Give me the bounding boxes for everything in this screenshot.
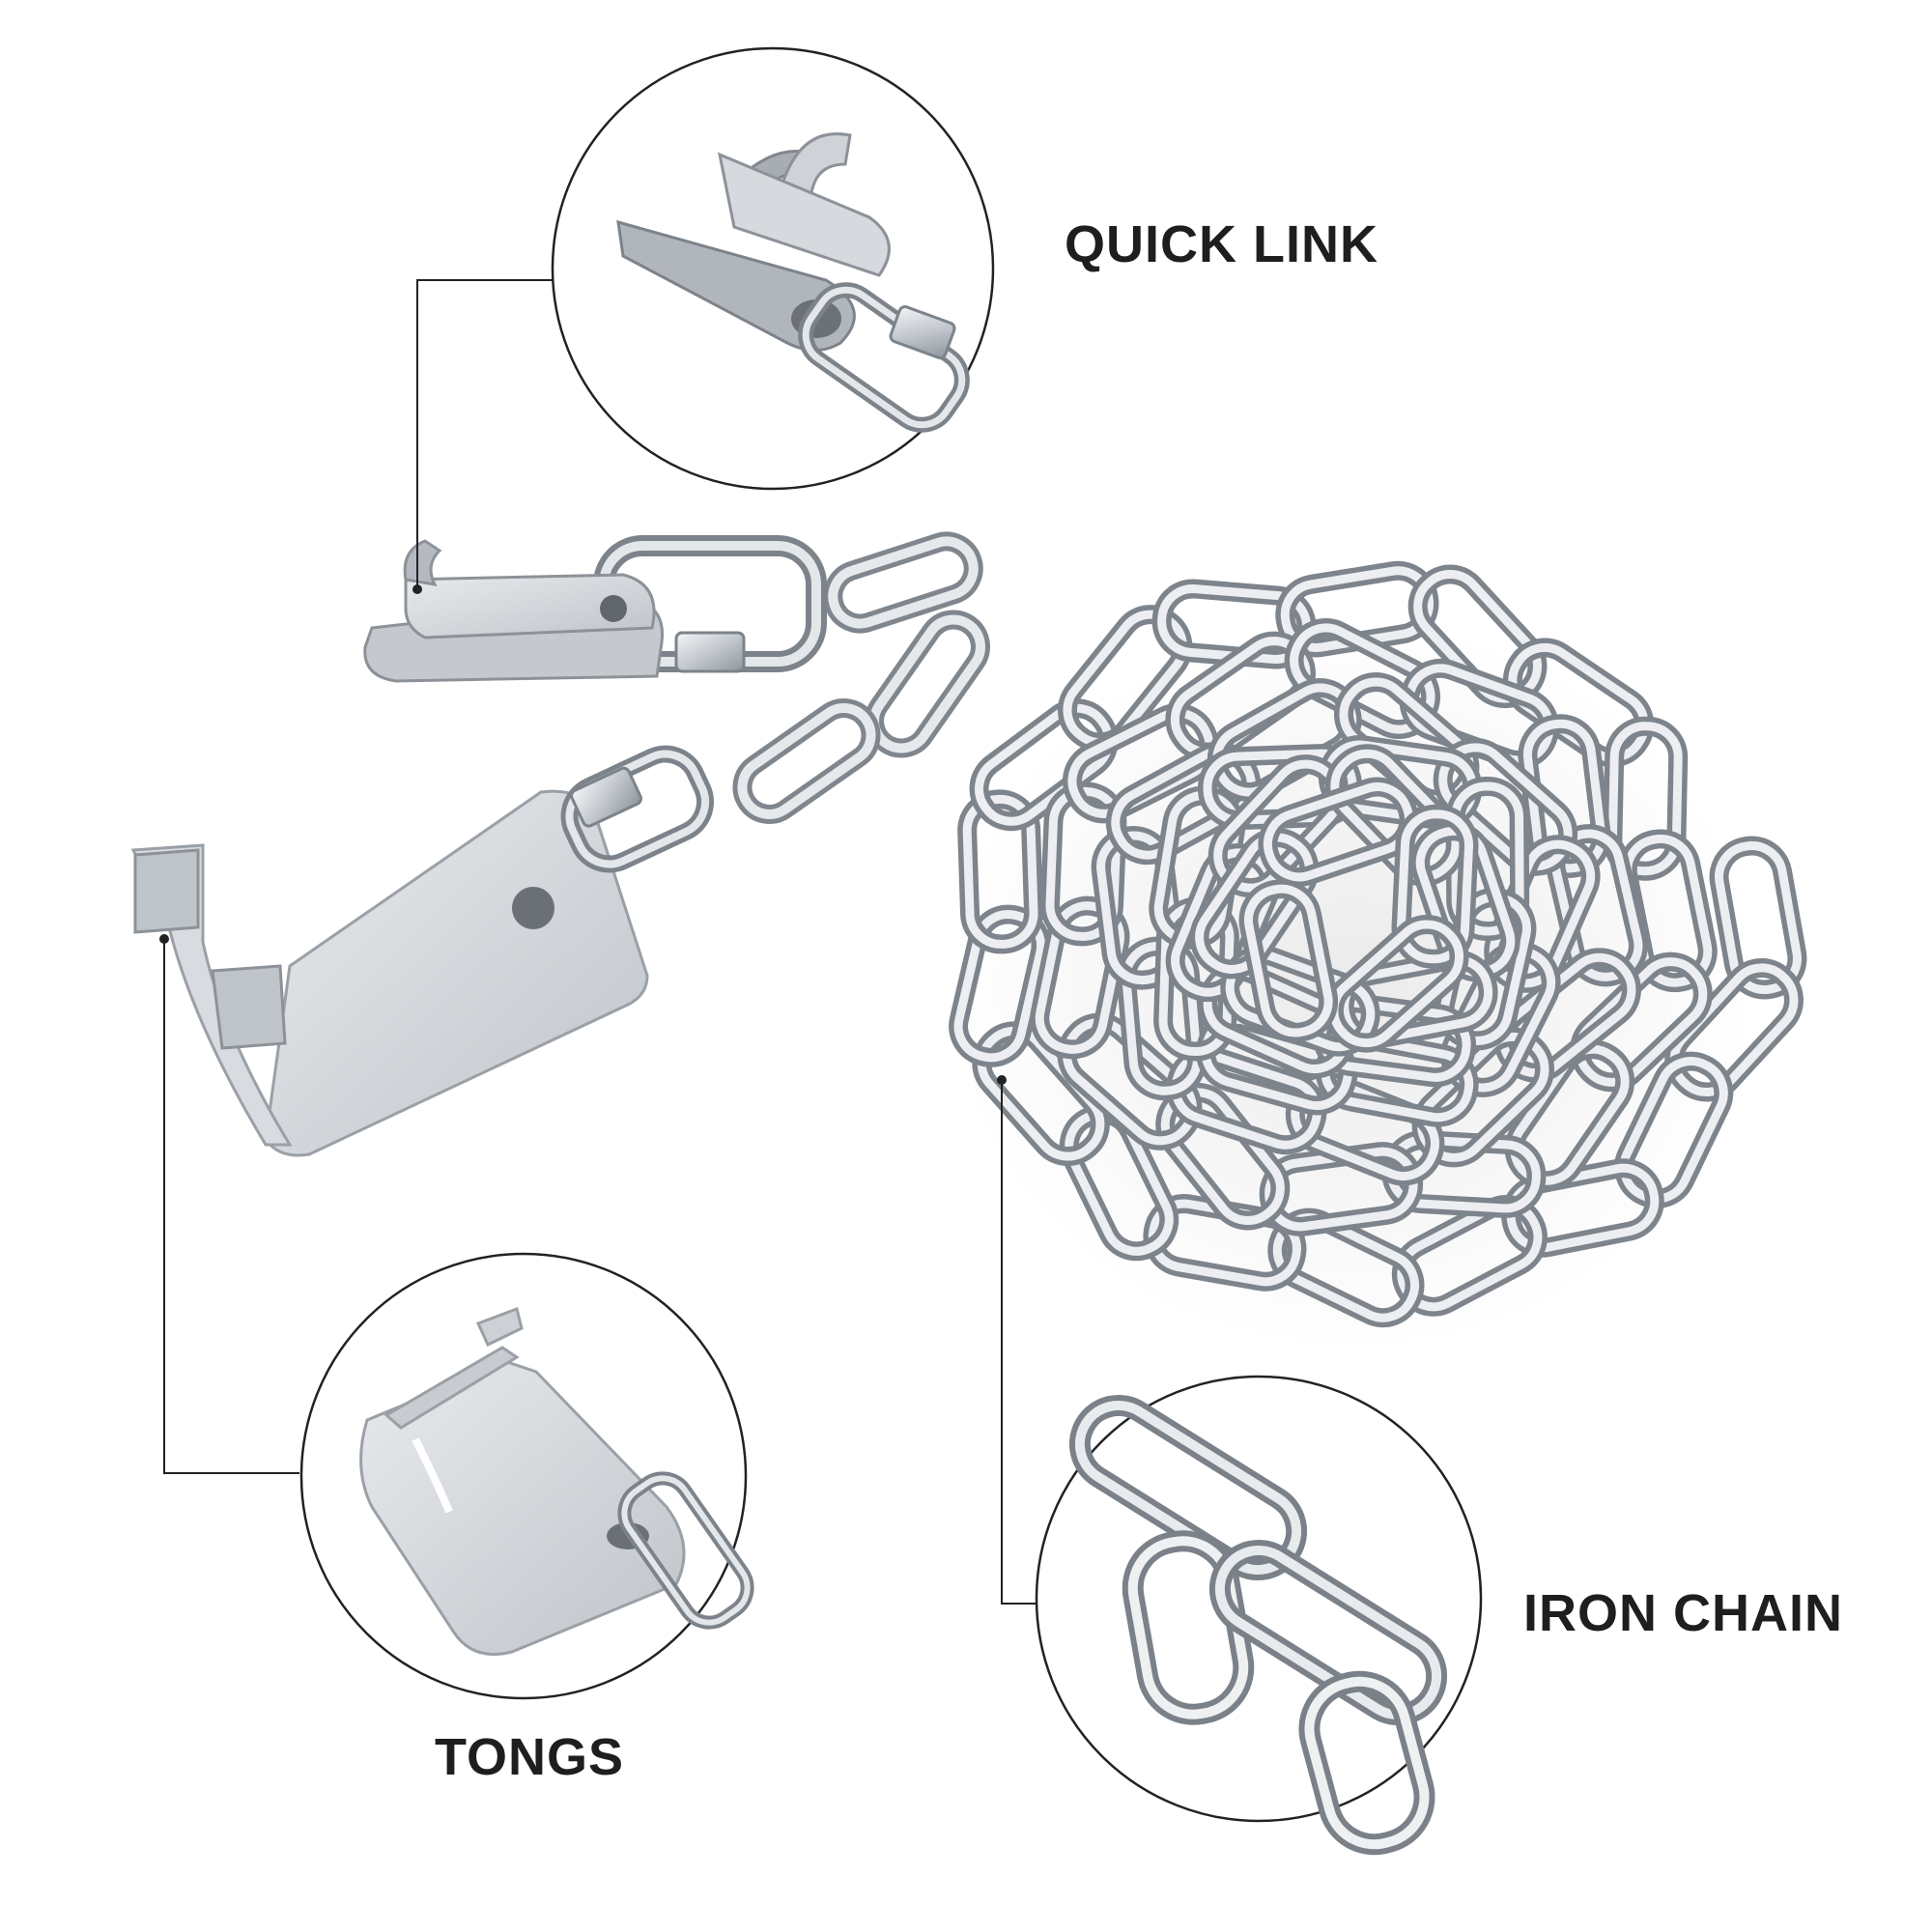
- label-tongs: TONGS: [435, 1728, 625, 1786]
- tongs-main: [130, 745, 715, 1157]
- chain-link: [1039, 781, 1127, 947]
- callout-tongs: [159, 934, 754, 1700]
- chain-link: [1189, 827, 1320, 980]
- leader-dot-quick-link: [412, 584, 422, 594]
- chain-link: [1267, 1208, 1425, 1328]
- chain-link: [1258, 777, 1419, 887]
- chain-lead: [732, 531, 990, 824]
- chain-link: [1057, 1012, 1203, 1151]
- chain-link: [1614, 1051, 1734, 1208]
- chain-link: [1664, 957, 1804, 1102]
- chain-link: [1546, 824, 1648, 987]
- label-iron-chain: IRON CHAIN: [1523, 1584, 1843, 1642]
- leader-dot-iron-chain: [997, 1075, 1007, 1085]
- chain-link: [1323, 915, 1469, 1053]
- leader-dot-tongs: [159, 934, 169, 944]
- chain-link: [1105, 742, 1262, 866]
- quick-link-detail: [616, 132, 970, 433]
- leader-line-tongs: [163, 939, 299, 1474]
- chain-link: [1324, 744, 1465, 887]
- chain-link: [1059, 1104, 1179, 1262]
- chain-link: [1030, 895, 1130, 1060]
- tongs-detail: [359, 1307, 754, 1656]
- leader-line-iron-chain: [1001, 1080, 1036, 1605]
- chain-link: [949, 904, 1051, 1067]
- j-hook-main: [363, 539, 665, 683]
- chain-link: [957, 789, 1044, 954]
- chain-link: [1391, 804, 1479, 969]
- chain-link: [1166, 1045, 1327, 1155]
- label-quick-link: QUICK LINK: [1065, 215, 1378, 273]
- leader-line-quick-link: [416, 279, 553, 589]
- callout-iron-chain: [997, 1075, 1483, 1856]
- iron-chain-detail: [1068, 1394, 1448, 1856]
- chain-link: [1238, 879, 1339, 1042]
- chain-link: [1709, 836, 1807, 1000]
- callout-quick-link: [412, 46, 995, 594]
- chain-link: [1116, 936, 1208, 1101]
- chain-link: [1603, 716, 1689, 881]
- iron-chain-coil: [949, 560, 1807, 1328]
- chain-link: [1334, 950, 1498, 1049]
- chain-link: [1570, 952, 1713, 1093]
